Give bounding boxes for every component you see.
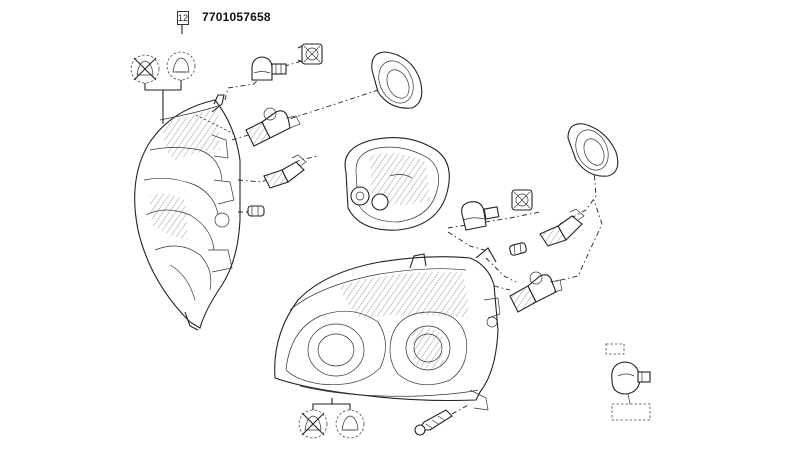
headlamp-right bbox=[274, 247, 501, 411]
bulb-symbols-top-left bbox=[130, 51, 196, 124]
main-bulb-right bbox=[509, 271, 563, 313]
side-bulb-left bbox=[263, 154, 307, 189]
indicator-bulb-right bbox=[461, 201, 500, 231]
headlamp-left bbox=[134, 94, 241, 331]
dust-cap-right bbox=[567, 123, 619, 177]
adjuster-screw bbox=[414, 403, 471, 436]
side-bulb-right bbox=[539, 208, 585, 247]
central-lamp-capsule bbox=[344, 137, 450, 231]
wedge-bulb-right bbox=[509, 242, 527, 256]
reference-label: 12 bbox=[177, 11, 189, 25]
part-number: 7701057658 bbox=[202, 10, 271, 24]
bulb-symbols-bottom bbox=[298, 398, 365, 439]
wedge-bulb-left bbox=[247, 205, 265, 217]
bulb-socket-top-left bbox=[297, 43, 323, 65]
spare-bulb-inset bbox=[605, 343, 651, 421]
bulb-socket-right bbox=[511, 189, 533, 211]
indicator-bulb-left bbox=[251, 56, 287, 81]
main-bulb-left bbox=[245, 107, 301, 147]
dust-cap-top bbox=[371, 51, 423, 109]
